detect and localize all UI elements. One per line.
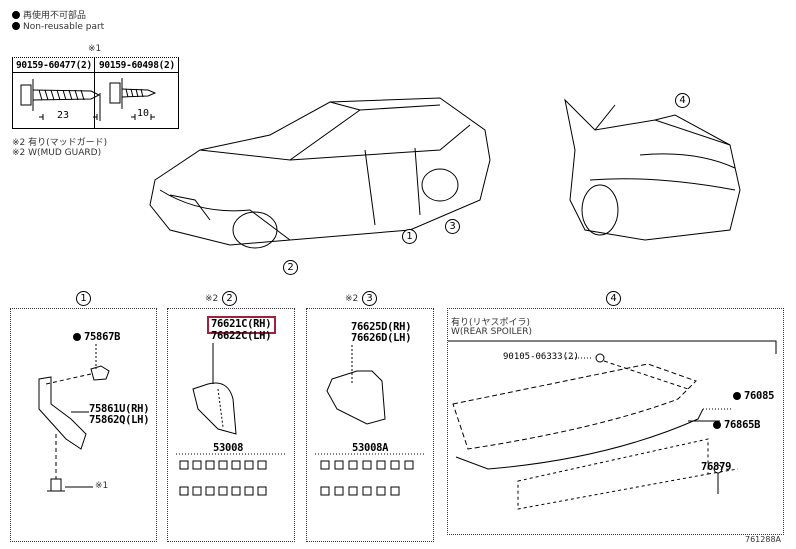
callout-2[interactable]: 2 [283, 260, 298, 275]
legend-label: 再使用不可部品 [23, 11, 87, 21]
fastener-table: 90159-60477(2) 90159-60498(2) 23 10 [12, 57, 179, 129]
diagram-id: 761288A [745, 535, 782, 544]
group-3-callout[interactable]: 3 [362, 291, 377, 306]
part-53008A[interactable]: 53008A [352, 442, 389, 454]
group-1-box: 75867B 75861U(RH) 75862Q(LH) ※1 [10, 308, 157, 542]
bracket-illustration [38, 344, 110, 492]
fastener-length-1: 23 [57, 110, 70, 121]
part-76621C[interactable]: 76621C(RH) [211, 318, 272, 330]
group-2-marker: ※2 [205, 294, 219, 304]
fastener-part-2[interactable]: 90159-60498(2) [99, 60, 175, 71]
fastener-length-2: 10 [137, 108, 150, 119]
note-jp: ※2 有り(マッドガード) [12, 138, 108, 148]
part-75861U[interactable]: 75861U(RH) [89, 403, 150, 415]
screw-marker: ※1 [95, 481, 109, 491]
non-reusable-icon [733, 392, 741, 400]
part-75867B[interactable]: 75867B [73, 331, 120, 343]
legend-item-en: Non-reusable part [12, 22, 104, 32]
part-76085[interactable]: 76085 [733, 390, 774, 402]
callout-1[interactable]: 1 [402, 229, 417, 244]
filled-circle-icon [12, 22, 20, 30]
non-reusable-icon [713, 421, 721, 429]
screw-icon [20, 78, 157, 121]
part-76622C[interactable]: 76622C(LH) [211, 330, 272, 342]
car-rear-illustration [564, 98, 741, 241]
group-2-box: 76621C(RH) 76622C(LH) 53008 [167, 308, 295, 542]
non-reusable-icon [73, 333, 81, 341]
rear-spoiler-illustration [448, 340, 777, 510]
part-76879[interactable]: 76879 [701, 461, 732, 473]
mudguard-front-illustration [176, 343, 286, 496]
legend-label: Non-reusable part [23, 22, 105, 32]
highlight-selected-part [207, 316, 276, 334]
filled-circle-icon [12, 11, 20, 19]
group-2-callout[interactable]: 2 [222, 291, 237, 306]
part-number: 75867B [84, 331, 121, 343]
note-en: ※2 W(MUD GUARD) [12, 148, 102, 158]
callout-4[interactable]: 4 [675, 93, 690, 108]
group-1-callout[interactable]: 1 [76, 291, 91, 306]
car-front-illustration [149, 97, 491, 249]
part-90105-06333[interactable]: 90105-06333(2) [503, 352, 579, 362]
part-number: 76865B [724, 419, 761, 431]
part-53008[interactable]: 53008 [213, 442, 244, 454]
part-76626D[interactable]: 76626D(LH) [351, 332, 412, 344]
group-4-box: 有り(リヤスポイラ) W(REAR SPOILER) 90105-06333(2… [447, 308, 784, 535]
fastener-marker: ※1 [88, 44, 102, 54]
part-76625D[interactable]: 76625D(RH) [351, 321, 412, 333]
group-3-box: 76625D(RH) 76626D(LH) 53008A [306, 308, 434, 542]
group-3-marker: ※2 [345, 294, 359, 304]
group-4-header-jp: 有り(リヤスポイラ) [451, 318, 531, 328]
part-75862Q[interactable]: 75862Q(LH) [89, 414, 150, 426]
legend-item-jp: 再使用不可部品 [12, 8, 86, 21]
group-4-callout[interactable]: 4 [606, 291, 621, 306]
part-76865B[interactable]: 76865B [713, 419, 760, 431]
callout-3[interactable]: 3 [445, 219, 460, 234]
part-number: 76085 [744, 390, 775, 402]
group-4-header-en: W(REAR SPOILER) [451, 327, 532, 337]
fastener-part-1[interactable]: 90159-60477(2) [16, 60, 92, 71]
mudguard-rear-illustration [315, 345, 425, 496]
